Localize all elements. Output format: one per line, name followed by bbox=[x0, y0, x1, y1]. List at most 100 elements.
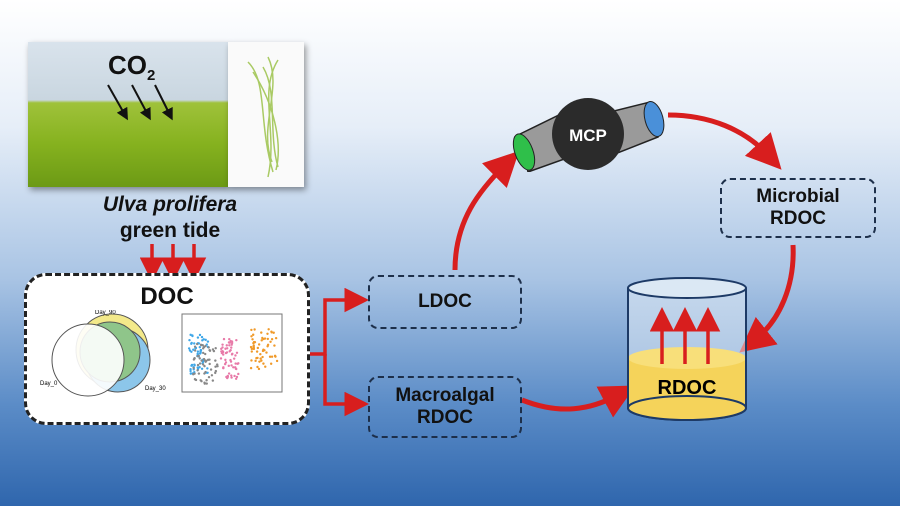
co2-arrows bbox=[107, 84, 173, 121]
scatter-point bbox=[255, 350, 259, 353]
scatter-point bbox=[190, 341, 193, 345]
scatter-point bbox=[225, 344, 228, 347]
scatter-point bbox=[196, 352, 199, 356]
scatter-point bbox=[225, 351, 229, 354]
scatter-point bbox=[188, 349, 192, 352]
scatter-point bbox=[266, 332, 269, 335]
scatter-point bbox=[200, 359, 203, 362]
scatter-point bbox=[198, 366, 201, 369]
scatter-point bbox=[210, 374, 214, 377]
scatter-point bbox=[220, 350, 223, 353]
branch-arrow-macroalgal bbox=[323, 354, 369, 417]
scatter-point bbox=[198, 333, 202, 337]
scatter-point bbox=[222, 337, 226, 341]
scatter-point bbox=[225, 375, 228, 379]
scatter-point bbox=[211, 379, 215, 382]
scatter-point bbox=[205, 382, 208, 385]
scatter-point bbox=[230, 364, 233, 367]
scatter-point bbox=[250, 350, 253, 353]
ldoc-to-mcp-arrow bbox=[452, 150, 520, 271]
scatter-point bbox=[193, 349, 197, 352]
scatter-point bbox=[275, 359, 279, 363]
scatter-point bbox=[224, 361, 228, 364]
scatter-point bbox=[260, 359, 263, 362]
scatter-point bbox=[214, 365, 217, 368]
scatter-point bbox=[222, 366, 225, 369]
scatter-point bbox=[198, 357, 201, 360]
scatter-point bbox=[250, 347, 253, 351]
scatter-point bbox=[254, 359, 257, 363]
scatter-point bbox=[250, 328, 253, 332]
scatter-point bbox=[235, 338, 238, 342]
scatter-point bbox=[270, 338, 274, 341]
venn-label: Day_0 bbox=[40, 381, 58, 387]
scatter-point bbox=[202, 345, 206, 349]
scatter-point bbox=[265, 351, 268, 354]
scatter-point bbox=[229, 358, 232, 362]
scatter-point bbox=[196, 363, 200, 367]
scatter-point bbox=[206, 358, 210, 362]
scatter-point bbox=[202, 338, 205, 341]
scatter-point bbox=[270, 331, 273, 334]
scatter-point bbox=[198, 346, 202, 349]
scatter-point bbox=[231, 352, 234, 356]
scatter-point bbox=[194, 378, 198, 382]
scatter-point bbox=[253, 328, 256, 331]
scatter-point bbox=[257, 343, 261, 346]
scatter-point bbox=[252, 347, 255, 350]
rdoc-label: RDOC bbox=[658, 377, 717, 399]
scatter-point bbox=[220, 347, 223, 351]
scatter-point bbox=[215, 363, 219, 366]
scatter-point bbox=[200, 335, 204, 339]
scatter-point bbox=[232, 357, 236, 360]
scatter-point bbox=[249, 345, 253, 349]
venn-label: Day_30 bbox=[145, 386, 166, 392]
scatter-point bbox=[209, 368, 213, 371]
scatter-point bbox=[249, 366, 253, 370]
scatter-point bbox=[230, 346, 233, 349]
scatter-point bbox=[228, 350, 231, 353]
ulva-sample-photo bbox=[228, 42, 304, 187]
scatter-point bbox=[234, 354, 237, 357]
scatter-point bbox=[261, 349, 265, 353]
scatter-point bbox=[266, 343, 270, 347]
scatter-point bbox=[230, 376, 233, 379]
scatter-point bbox=[208, 349, 212, 352]
green-tide-photo bbox=[28, 42, 228, 187]
co2-label: CO2 bbox=[108, 50, 156, 85]
scatter-point bbox=[266, 337, 270, 341]
scatter-point bbox=[189, 333, 192, 337]
scatter-point bbox=[189, 367, 192, 371]
scatter-point bbox=[232, 366, 235, 369]
scatter-point bbox=[196, 369, 199, 372]
scatter-point bbox=[237, 372, 240, 376]
scatter-point bbox=[201, 363, 205, 366]
doc-title: DOC bbox=[140, 283, 194, 310]
scatter-point bbox=[219, 357, 223, 360]
scatter-point bbox=[212, 349, 216, 353]
scatter-point bbox=[207, 346, 210, 349]
rdoc-container: RDOC bbox=[627, 277, 747, 421]
scatter-point bbox=[234, 362, 237, 365]
scatter-point bbox=[195, 342, 199, 346]
scatter-point bbox=[227, 372, 231, 375]
scatter-point bbox=[193, 345, 197, 348]
scatter-point bbox=[206, 340, 210, 343]
scatter-point bbox=[260, 331, 263, 334]
scatter-point bbox=[189, 372, 192, 375]
scatter-point bbox=[227, 364, 230, 368]
mcp-to-microbial-arrow bbox=[667, 112, 782, 170]
scatter-point bbox=[193, 372, 196, 375]
scatter-point bbox=[203, 364, 206, 368]
scatter-point bbox=[234, 377, 238, 380]
scatter-point bbox=[221, 343, 224, 346]
scatter-point bbox=[197, 372, 201, 375]
scatter-point bbox=[274, 355, 277, 358]
scatter-point bbox=[250, 359, 253, 362]
scatter-point bbox=[237, 362, 240, 365]
scatter-point bbox=[204, 352, 207, 356]
scatter-point bbox=[224, 347, 227, 350]
scatter-point bbox=[260, 339, 263, 342]
